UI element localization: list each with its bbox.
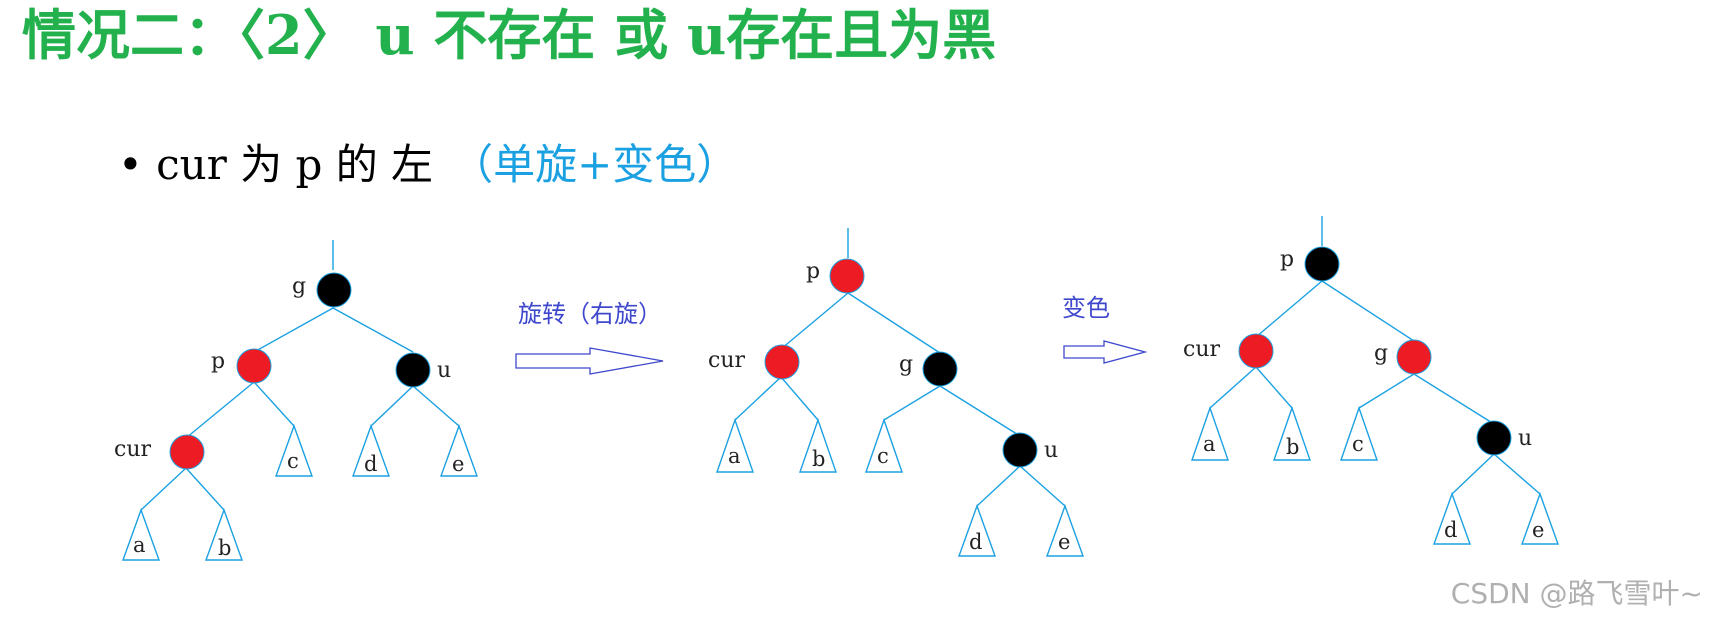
edge [976, 465, 1021, 507]
node-cur [1238, 333, 1274, 369]
subtree-triangle [1191, 405, 1229, 461]
node-label-g: g [1374, 341, 1388, 366]
subtree-label: d [969, 530, 982, 554]
node-label-u: u [437, 358, 451, 383]
node-label-p: p [211, 349, 225, 374]
tree-before: g p u cur c d e a b [114, 240, 478, 561]
case-text: • cur 为 p 的 左 [118, 140, 434, 189]
subtree-triangle [799, 417, 837, 473]
tree-after-recolor: p cur g u a b c d e [1183, 216, 1559, 545]
subtree-triangle [1521, 491, 1559, 545]
edge [1413, 373, 1495, 425]
subtree-triangle [958, 503, 996, 557]
operation-note: （单旋+变色） [451, 140, 739, 189]
node-cur [764, 344, 800, 380]
edge [1255, 280, 1323, 338]
edge [939, 385, 1021, 437]
node-p [1304, 246, 1340, 282]
node-u [395, 352, 431, 388]
subtree-label: b [1286, 435, 1299, 459]
node-g [922, 351, 958, 387]
subtree-triangle [1273, 405, 1311, 461]
edge [1019, 465, 1066, 507]
subtree-triangle [1433, 491, 1471, 545]
rotate-label: 旋转（右旋） [518, 300, 662, 328]
subtree-label: d [364, 452, 377, 476]
node-label-p: p [1280, 247, 1294, 272]
edge [185, 381, 255, 439]
edge [780, 376, 819, 421]
step-rotate: 旋转（右旋） [515, 300, 664, 375]
edge [1255, 366, 1293, 409]
subtree-triangle [1340, 405, 1378, 461]
edge [185, 467, 225, 511]
edge [1358, 373, 1415, 409]
slide-title: 情况二：〈2〉 u 不存在 或 u存在且为黑 [22, 3, 997, 67]
case-heading: • cur 为 p 的 左 （单旋+变色） [118, 140, 738, 190]
subtree-triangle [716, 417, 754, 473]
recolor-label: 变色 [1062, 294, 1110, 322]
node-label-cur: cur [708, 348, 745, 373]
watermark: CSDN @路飞雪叶~ [1450, 577, 1703, 610]
edge [140, 467, 187, 511]
subtree-label: a [133, 533, 146, 557]
subtree-label: a [728, 444, 741, 468]
edge [1209, 366, 1257, 409]
subtree-label: c [287, 449, 299, 473]
subtree-label: e [1058, 530, 1070, 554]
edge [1451, 453, 1495, 495]
subtree-label: e [1532, 518, 1544, 542]
node-cur [169, 434, 205, 470]
edge [1493, 453, 1541, 495]
right-arrow-icon [515, 347, 664, 375]
subtree-label: b [812, 447, 825, 471]
subtree-triangle [352, 423, 390, 477]
node-p [829, 258, 865, 294]
edge [780, 292, 849, 350]
subtree-triangle [440, 423, 478, 477]
edge [412, 385, 460, 427]
node-g [1396, 339, 1432, 375]
edge [883, 385, 941, 421]
subtree-label: b [218, 536, 231, 560]
edge [253, 307, 334, 353]
subtree-label: e [452, 452, 464, 476]
node-p [236, 348, 272, 384]
right-arrow-icon [1063, 340, 1148, 364]
node-label-cur: cur [1183, 337, 1220, 362]
node-label-u: u [1044, 438, 1058, 463]
node-u [1476, 420, 1512, 456]
node-label-p: p [806, 259, 820, 284]
subtree-triangle [275, 423, 313, 477]
edge [253, 381, 295, 427]
subtree-triangle [122, 507, 160, 561]
edge [847, 292, 941, 354]
subtree-label: a [1203, 432, 1216, 456]
edge [370, 385, 414, 427]
edge [1321, 280, 1415, 342]
edge [734, 376, 782, 421]
node-u [1002, 432, 1038, 468]
node-label-g: g [899, 352, 913, 377]
subtree-triangle [865, 417, 903, 473]
tree-after-rotation: p cur g u a b c d e [708, 228, 1084, 557]
subtree-label: c [1352, 432, 1364, 456]
node-g [316, 272, 352, 308]
subtree-triangle [205, 507, 243, 561]
step-recolor: 变色 [1062, 294, 1148, 364]
edge [332, 307, 414, 353]
subtree-label: d [1444, 518, 1457, 542]
subtree-label: c [877, 444, 889, 468]
subtree-triangle [1046, 503, 1084, 557]
node-label-cur: cur [114, 437, 151, 462]
node-label-u: u [1518, 426, 1532, 451]
node-label-g: g [292, 274, 306, 299]
